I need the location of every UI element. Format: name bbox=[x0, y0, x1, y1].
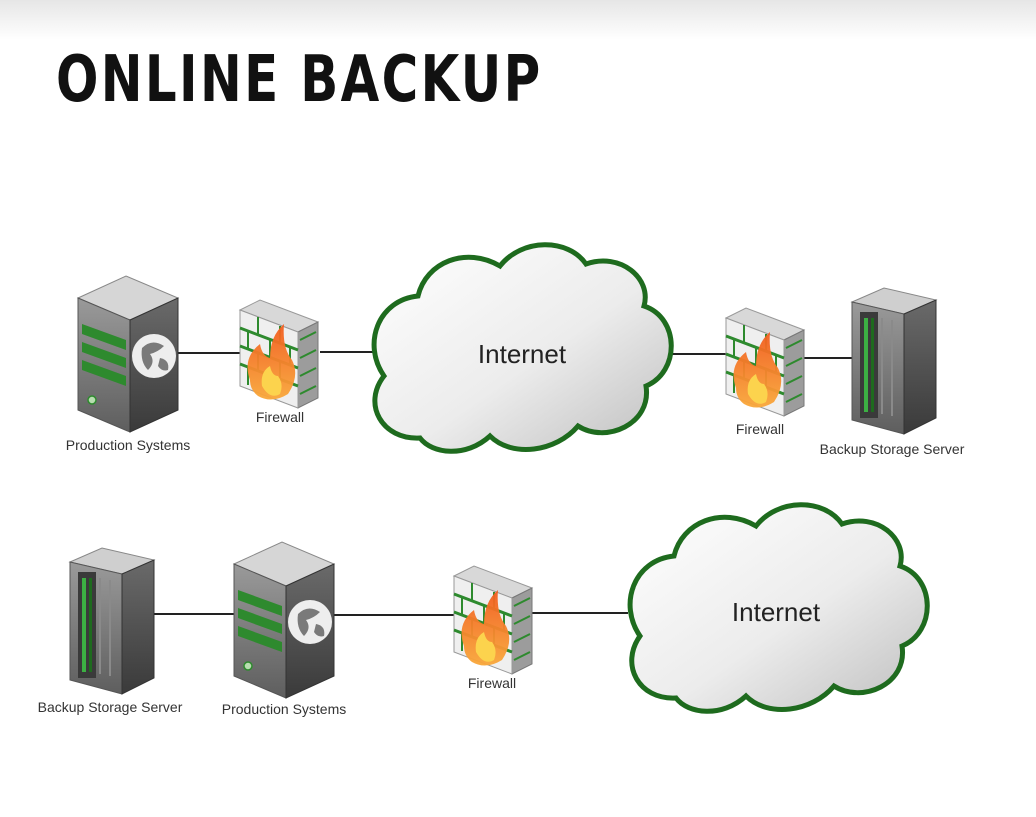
internet-cloud-icon bbox=[627, 502, 930, 714]
storage-server-icon bbox=[851, 287, 937, 435]
production-server-icon bbox=[77, 275, 179, 433]
internet-label: Internet bbox=[731, 597, 821, 627]
internet-label: Internet bbox=[477, 339, 567, 369]
slide-title: ONLINE BACKUP bbox=[56, 43, 543, 117]
top-shade bbox=[0, 0, 1036, 40]
backup-storage-server-label: Backup Storage Server bbox=[37, 699, 183, 715]
production-server-icon bbox=[233, 541, 335, 699]
internet-cloud-icon bbox=[371, 242, 674, 454]
backup-storage-server-label: Backup Storage Server bbox=[819, 441, 965, 457]
firewall-label: Firewall bbox=[255, 409, 305, 425]
storage-server-icon bbox=[69, 547, 155, 695]
firewall-label: Firewall bbox=[735, 421, 785, 437]
firewall-icon bbox=[452, 564, 534, 676]
firewall-label: Firewall bbox=[467, 675, 517, 691]
firewall-icon bbox=[724, 306, 806, 418]
firewall-icon bbox=[238, 298, 320, 410]
production-systems-label: Production Systems bbox=[65, 437, 191, 453]
production-systems-label: Production Systems bbox=[221, 701, 347, 717]
